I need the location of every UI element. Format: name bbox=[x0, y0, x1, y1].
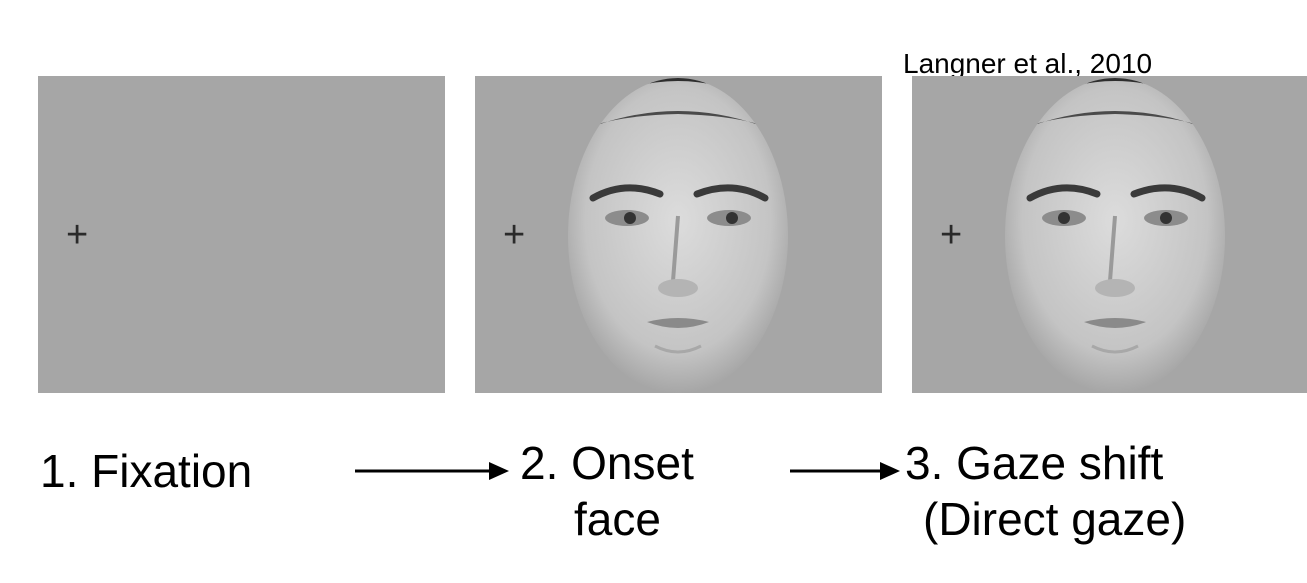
step-3-label: 3. Gaze shift bbox=[905, 437, 1164, 489]
panel-onset-face: + bbox=[475, 76, 882, 393]
step-3-sublabel: (Direct gaze) bbox=[923, 493, 1187, 545]
fixation-cross: + bbox=[66, 214, 89, 256]
face-image bbox=[1005, 78, 1225, 393]
fixation-cross: + bbox=[940, 214, 963, 256]
face-image bbox=[568, 78, 788, 393]
citation: Langner et al., 2010 bbox=[903, 48, 1153, 79]
arrow-right-icon bbox=[790, 462, 900, 480]
panel-gaze-shift: + bbox=[912, 76, 1307, 393]
fixation-cross: + bbox=[503, 214, 526, 256]
step-2-sublabel: face bbox=[574, 493, 661, 545]
arrow-right-icon bbox=[355, 462, 509, 480]
step-1-label: 1. Fixation bbox=[40, 445, 253, 497]
step-2-label: 2. Onset bbox=[520, 437, 694, 489]
panel-fixation: + bbox=[38, 76, 445, 393]
